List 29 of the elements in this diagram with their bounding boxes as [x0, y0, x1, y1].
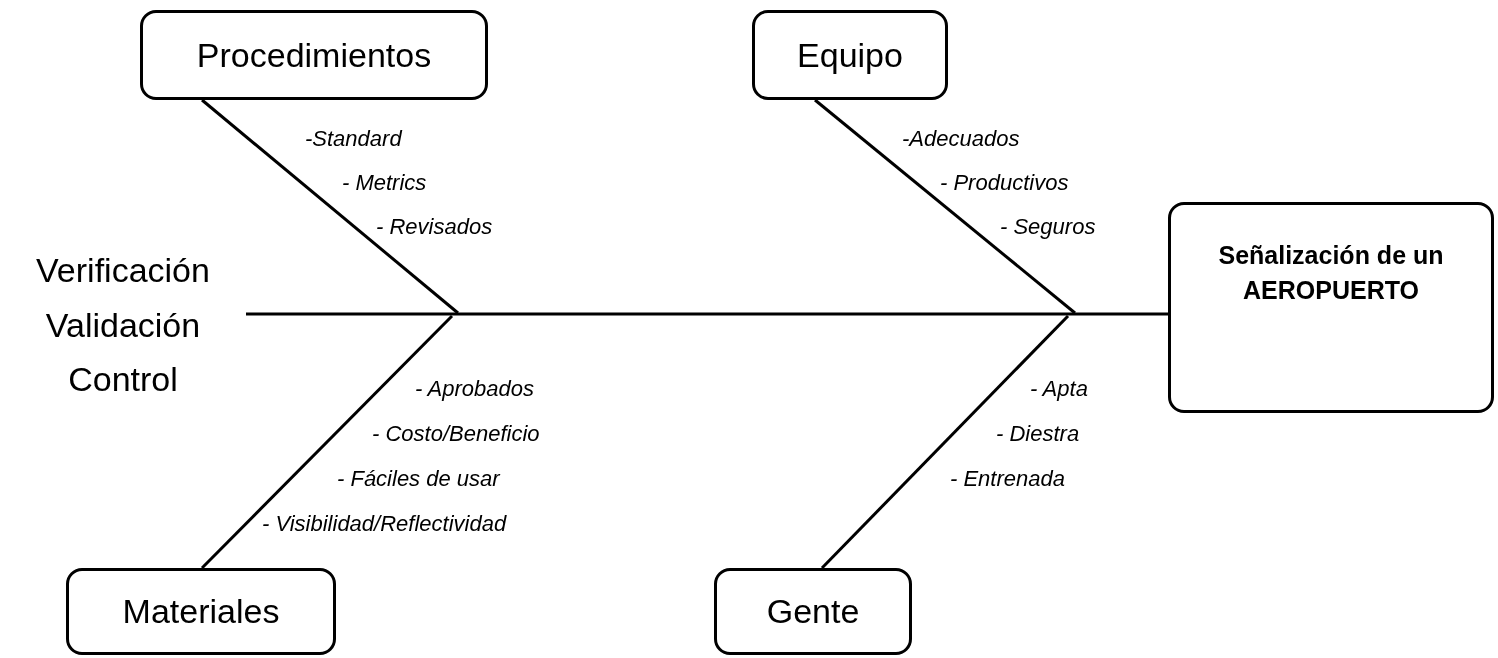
cause-item: - Apta — [1030, 376, 1088, 402]
cause-item: - Fáciles de usar — [337, 466, 500, 492]
cause-item: - Revisados — [376, 214, 493, 240]
cause-item: - Diestra — [996, 421, 1080, 447]
category-box — [66, 568, 336, 655]
category-box — [714, 568, 912, 655]
cause-item: -Standard — [305, 126, 402, 152]
spine-label: Verificación Validación Control — [35, 250, 211, 401]
cause-item: - Visibilidad/Reflectividad — [262, 511, 507, 537]
category-label: Equipo — [797, 34, 903, 76]
bone-line — [200, 314, 454, 570]
effect-text: Señalización de un AEROPUERTO — [1217, 239, 1445, 306]
cause-item: -Adecuados — [902, 126, 1020, 152]
category-label: Procedimientos — [196, 34, 432, 76]
spine-line — [246, 312, 1168, 316]
bone-line — [201, 98, 459, 315]
cause-item: - Costo/Beneficio — [372, 421, 540, 447]
cause-item: - Metrics — [342, 170, 427, 196]
effect-box — [1168, 202, 1494, 413]
cause-item: - Entrenada — [950, 466, 1065, 492]
category-label: Materiales — [122, 591, 280, 633]
cause-item: - Productivos — [940, 170, 1069, 196]
bone-line — [814, 98, 1076, 315]
category-box — [752, 10, 948, 100]
category-label: Gente — [766, 591, 860, 633]
cause-item: - Aprobados — [415, 376, 535, 402]
category-box — [140, 10, 488, 100]
bone-line — [820, 314, 1070, 570]
cause-item: - Seguros — [1000, 214, 1096, 240]
